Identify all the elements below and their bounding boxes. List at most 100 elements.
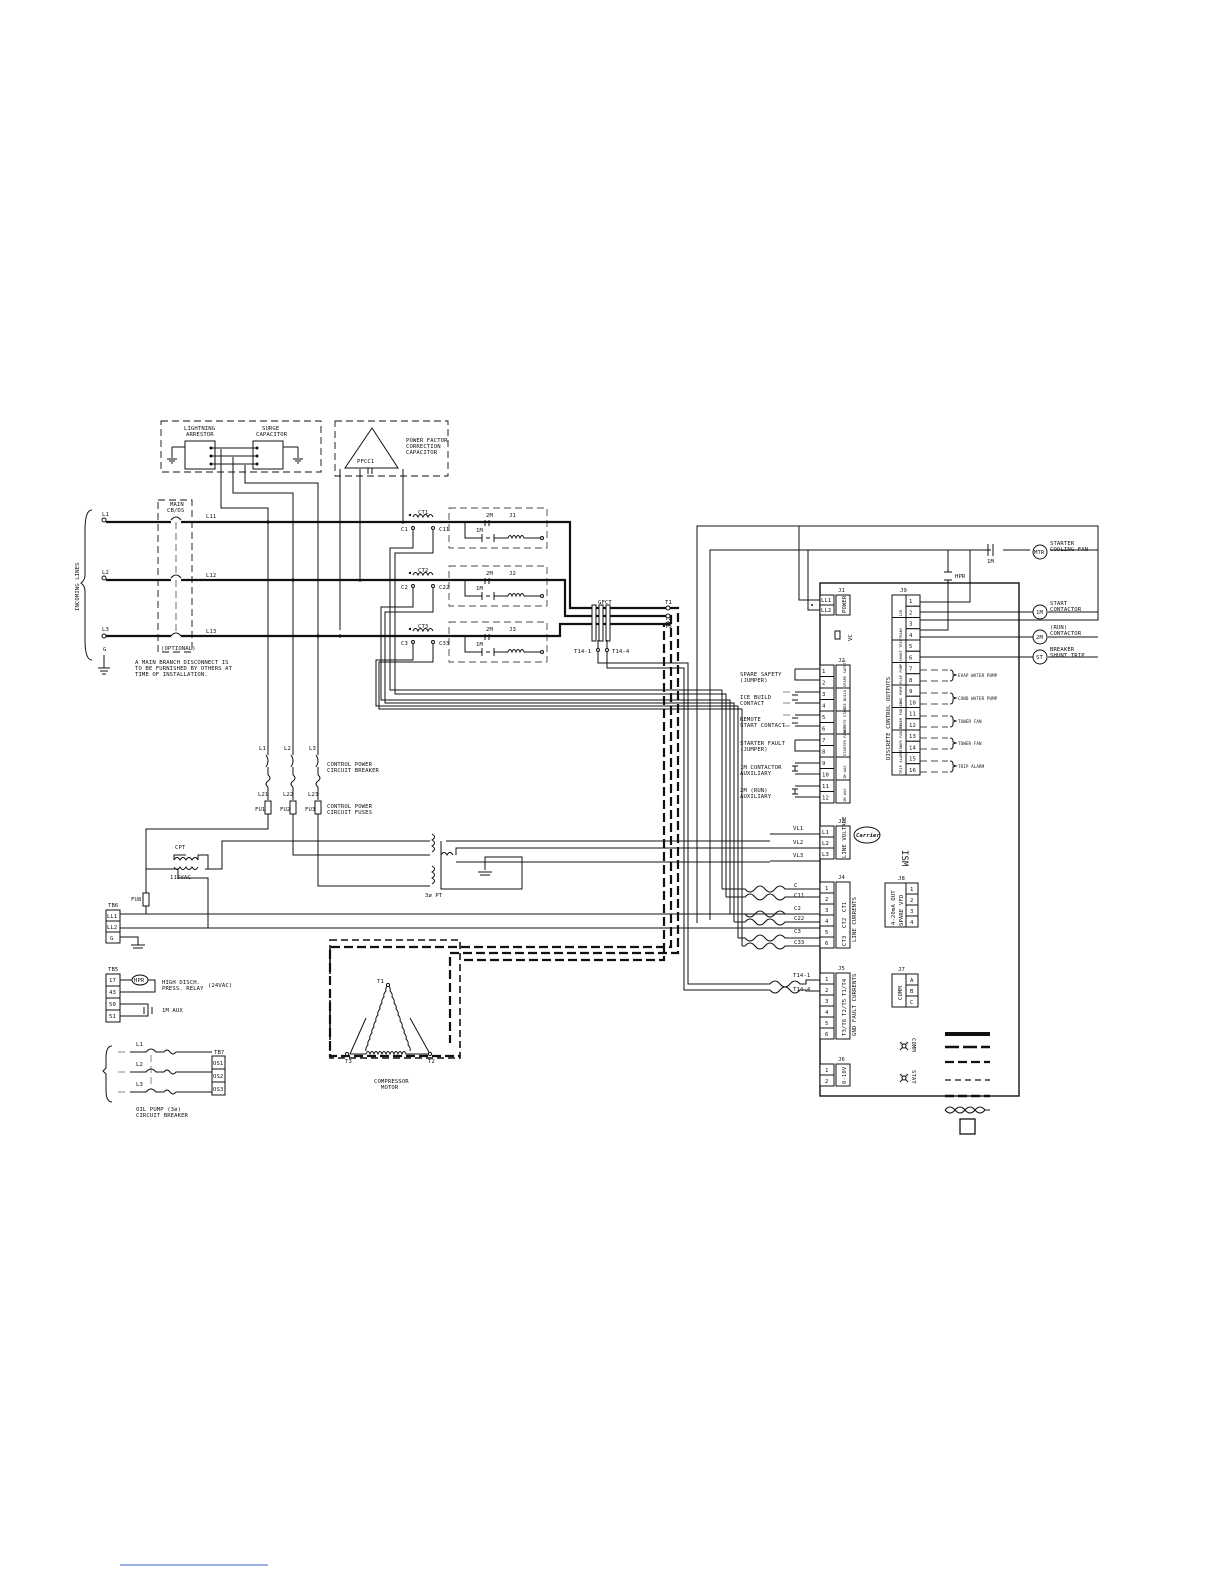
j9-pin-number: 5 xyxy=(909,644,912,650)
svg-text:SHUNT TRIP: SHUNT TRIP xyxy=(1050,653,1085,659)
svg-text:CT3: CT3 xyxy=(842,936,848,946)
j9-group-label: TOWER FAN LO xyxy=(899,702,903,729)
svg-text:1M: 1M xyxy=(476,586,483,592)
svg-text:L23: L23 xyxy=(308,792,318,798)
svg-text:OS3: OS3 xyxy=(213,1087,223,1093)
coil-1m: 1M START CONTACTOR xyxy=(1032,601,1082,620)
j9-pin-number: 14 xyxy=(909,745,916,751)
j9-pin-number: 11 xyxy=(909,712,916,718)
j9-pin-number: 12 xyxy=(909,723,916,729)
connector-j1: J1 LL1 LL2 POWER xyxy=(811,588,851,616)
surge-label: SURGE xyxy=(262,426,280,432)
svg-text:POWER: POWER xyxy=(842,595,848,613)
control-power-breaker: L1 L2 L3 CONTROL POWER CIRCUIT BREAKER xyxy=(259,746,379,788)
j5-pin-number: 6 xyxy=(825,1032,828,1038)
svg-text:MOTOR: MOTOR xyxy=(381,1085,399,1091)
svg-text:COMM: COMM xyxy=(898,986,904,1000)
pfc-box: POWER FACTOR CORRECTION CAPACITOR PFCC1 xyxy=(334,420,449,477)
svg-text:1M: 1M xyxy=(476,642,483,648)
svg-text:2M: 2M xyxy=(486,627,493,633)
lightning-surge-box: LIGHTNING ARRESTOR SURGE CAPACITOR xyxy=(160,420,322,473)
svg-text:L11: L11 xyxy=(206,514,216,520)
svg-text:OS2: OS2 xyxy=(213,1074,223,1080)
svg-text:TOWER FAN: TOWER FAN xyxy=(958,741,982,746)
svg-text:L1: L1 xyxy=(822,830,829,836)
svg-text:(OPTIONAL): (OPTIONAL) xyxy=(161,646,196,652)
svg-text:1M AUX: 1M AUX xyxy=(162,1008,183,1014)
vc-indicator: VC xyxy=(834,630,854,641)
svg-text:STARTER FAULT: STARTER FAULT xyxy=(740,741,786,747)
svg-text:50: 50 xyxy=(109,1002,116,1008)
j2-pin-number: 12 xyxy=(822,796,829,802)
starter-cooling-fan: MTR STARTER COOLING FAN xyxy=(1032,541,1088,560)
svg-text:2M: 2M xyxy=(1036,635,1043,641)
svg-text:J1: J1 xyxy=(509,513,516,519)
svg-text:1M: 1M xyxy=(476,528,483,534)
line-l3: L3 xyxy=(102,627,109,633)
j5-pin-number: 3 xyxy=(825,999,828,1005)
svg-text:CIRCUIT BREAKER: CIRCUIT BREAKER xyxy=(136,1113,189,1119)
svg-text:J9: J9 xyxy=(900,588,907,594)
svg-text:C2: C2 xyxy=(794,906,801,912)
stat-led: STAT xyxy=(899,1070,916,1084)
svg-text:VL2: VL2 xyxy=(793,840,803,846)
svg-text:BREAKER: BREAKER xyxy=(1050,647,1075,653)
svg-text:VFD: VFD xyxy=(899,894,905,905)
j2-pin-number: 11 xyxy=(822,784,829,790)
svg-text:CONTACTOR: CONTACTOR xyxy=(1050,631,1082,637)
svg-text:3: 3 xyxy=(910,909,913,915)
svg-text:HPR: HPR xyxy=(955,574,966,580)
svg-text:J6: J6 xyxy=(838,1057,845,1063)
svg-text:T3: T3 xyxy=(345,1059,352,1065)
svg-text:1M: 1M xyxy=(1036,610,1043,616)
j4-pin-number: 6 xyxy=(825,941,828,947)
j9-group-label: TRIP ALARM xyxy=(899,751,903,774)
svg-text:3ø PT: 3ø PT xyxy=(425,893,443,899)
j4-pin-number: 4 xyxy=(825,919,829,925)
svg-text:TIME OF INSTALLATION.: TIME OF INSTALLATION. xyxy=(135,672,208,678)
gfct: GFCT T14-1 T14-4 xyxy=(574,600,630,655)
svg-text:VL3: VL3 xyxy=(793,853,803,859)
fu8-fuse xyxy=(142,892,150,907)
svg-text:51: 51 xyxy=(109,1014,116,1020)
j9-outputs: EVAP WATER PUMP COND WATER PUMP TOWER FA… xyxy=(920,669,998,773)
svg-text:TB7: TB7 xyxy=(214,1050,224,1056)
svg-text:A: A xyxy=(910,978,914,984)
svg-text:(JUMPER): (JUMPER) xyxy=(740,678,768,684)
svg-text:FU8: FU8 xyxy=(131,897,142,903)
svg-text:CB/DS: CB/DS xyxy=(167,508,184,514)
svg-text:OIL PUMP (3ø): OIL PUMP (3ø) xyxy=(136,1107,181,1113)
svg-text:T3: T3 xyxy=(665,624,672,630)
cpt: CPT 115VAC xyxy=(170,845,209,881)
svg-text:MAIN: MAIN xyxy=(170,502,184,508)
svg-text:L1: L1 xyxy=(136,1042,143,1048)
svg-text:4-20mA OUT: 4-20mA OUT xyxy=(891,890,897,925)
carrier-logo: Carrier xyxy=(853,826,881,844)
lightning-label: LIGHTNING xyxy=(184,426,216,432)
j2-pin-number: 4 xyxy=(822,704,826,710)
j5-pin-number: 4 xyxy=(825,1010,829,1016)
j9-pin-number: 10 xyxy=(909,700,916,706)
svg-text:1: 1 xyxy=(910,887,913,893)
svg-text:CT1: CT1 xyxy=(842,902,848,912)
j2-pin-number: 3 xyxy=(822,692,825,698)
svg-text:VL1: VL1 xyxy=(793,826,803,832)
svg-text:T2/T5: T2/T5 xyxy=(842,999,848,1016)
svg-text:(JUMPER): (JUMPER) xyxy=(740,747,768,753)
install-note: A MAIN BRANCH DISCONNECT IS xyxy=(135,660,229,666)
svg-text:T14-1: T14-1 xyxy=(793,973,810,979)
svg-text:G: G xyxy=(110,936,114,942)
j2-pin-number: 7 xyxy=(822,738,825,744)
svg-text:ST: ST xyxy=(1036,655,1043,661)
j9-pin-number: 7 xyxy=(909,667,912,673)
j2-pin-number: 1 xyxy=(822,669,825,675)
svg-text:L3: L3 xyxy=(822,852,829,858)
j2-group-label: REMOTE START xyxy=(843,705,847,733)
svg-text:T1: T1 xyxy=(665,600,672,606)
svg-text:TB5: TB5 xyxy=(108,967,118,973)
svg-text:COMM: COMM xyxy=(910,1038,916,1052)
pt-3ph: 3ø PT xyxy=(425,833,770,899)
svg-text:2M: 2M xyxy=(486,513,493,519)
